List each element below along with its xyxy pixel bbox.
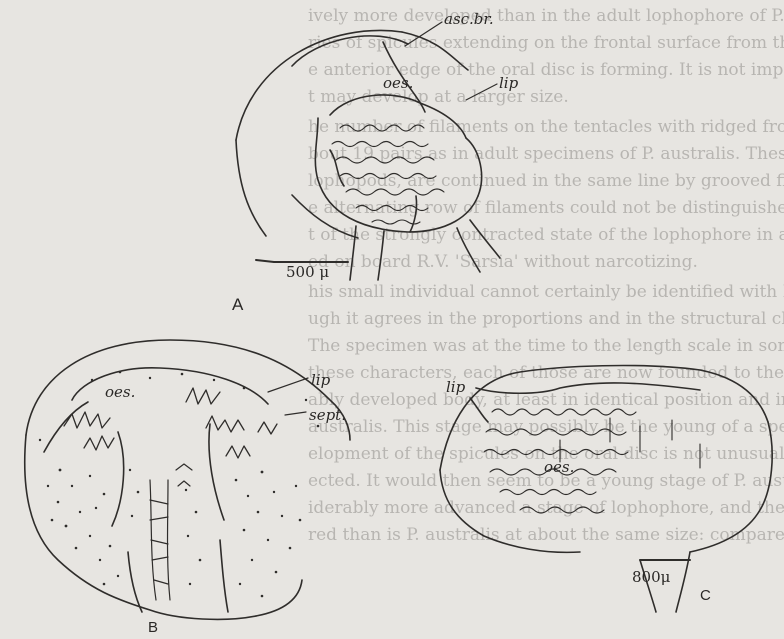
drawing-a-texture — [332, 125, 444, 224]
scale-label-c: 800μ — [632, 568, 671, 586]
label-sept: sept. — [309, 406, 346, 424]
label-oes-c: oes. — [544, 458, 574, 476]
leader-lip-b — [268, 378, 308, 392]
scale-bar-a — [256, 260, 348, 262]
leader-sept — [285, 412, 306, 415]
drawing-a — [236, 30, 500, 280]
drawing-b-stipple — [39, 371, 320, 598]
leader-lip-a — [466, 84, 497, 100]
drawing-c — [440, 366, 772, 612]
drawing-b-lip-spikes — [64, 388, 277, 458]
scale-label-a: 500 μ — [286, 263, 329, 281]
panel-letter-c: C — [700, 587, 711, 604]
label-oes-b: oes. — [105, 383, 135, 401]
label-lip-b: lip — [311, 371, 331, 389]
drawing-c-texture — [484, 409, 700, 513]
label-asc-br: asc.br. — [444, 10, 494, 28]
panel-letter-b: B — [148, 619, 158, 636]
label-lip-c: lip — [446, 378, 466, 396]
label-oes-a: oes. — [383, 74, 413, 92]
label-lip-a: lip — [499, 74, 519, 92]
drawing-b — [25, 340, 350, 619]
drawing-b-septum — [150, 464, 192, 600]
panel-letter-a: A — [232, 295, 244, 314]
